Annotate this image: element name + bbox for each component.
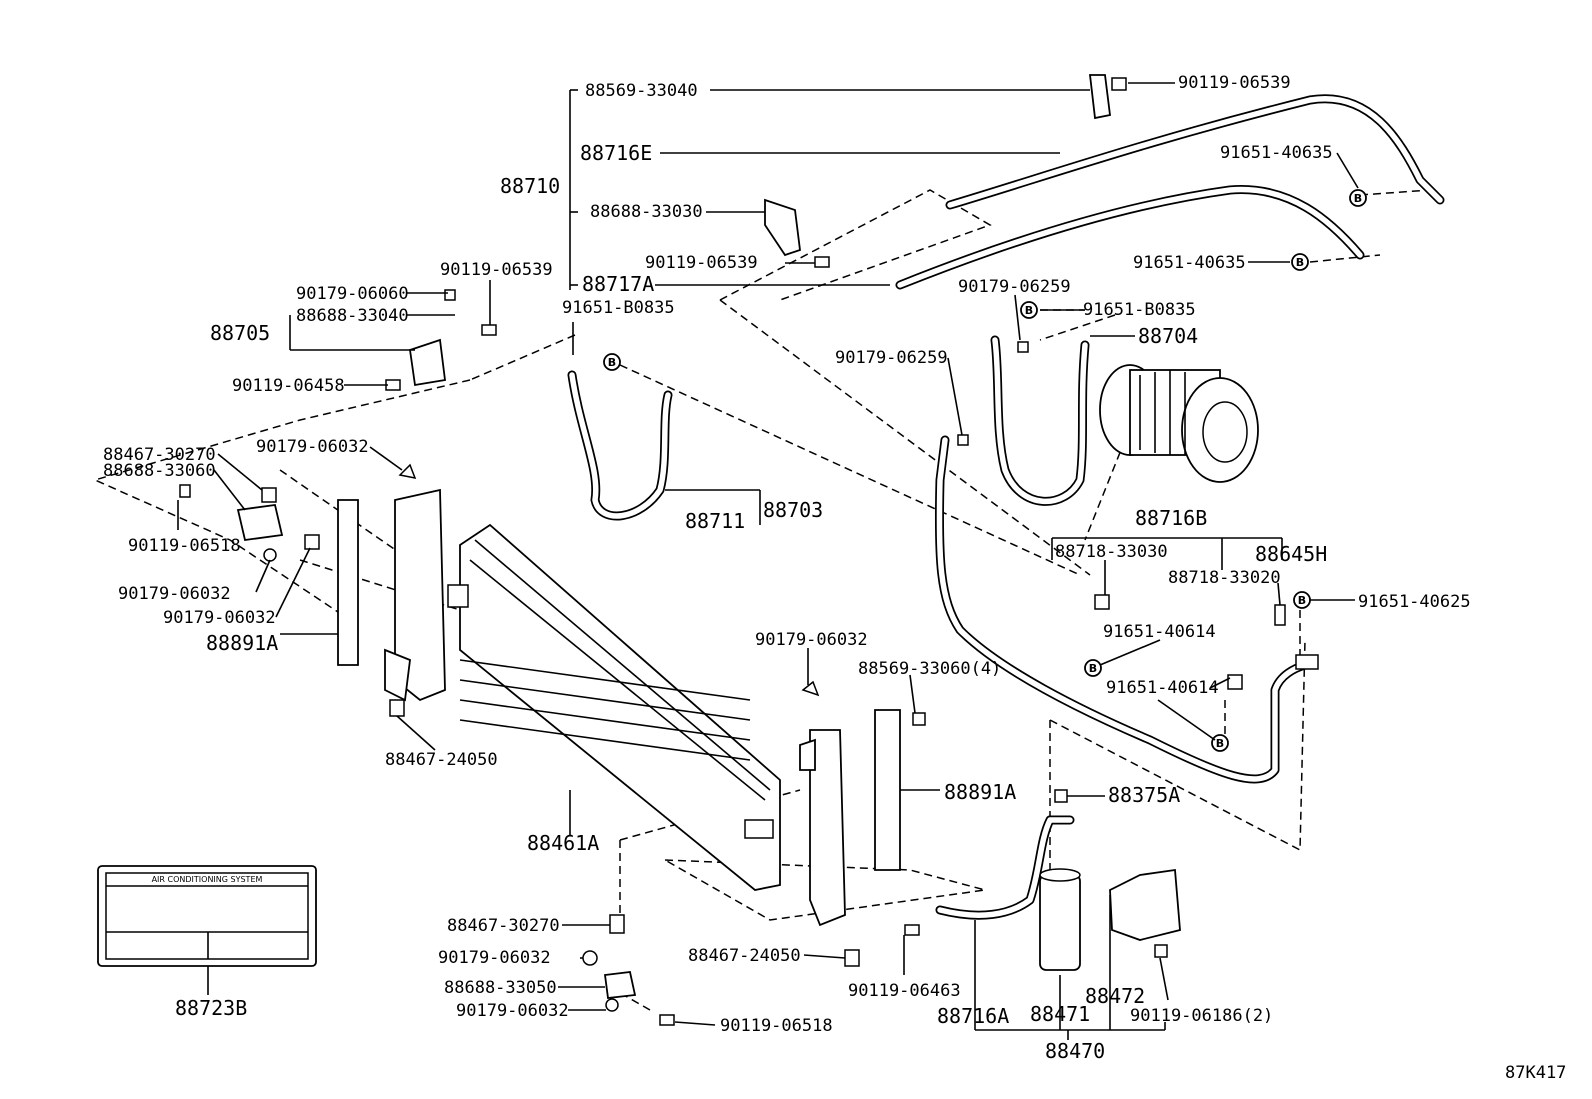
part-labels: 88569-33040 90119-06539 88716E 91651-406… [103, 73, 1471, 1063]
part-label-90179-06032: 90179-06032 [118, 584, 231, 604]
svg-text:B: B [608, 356, 616, 369]
part-label-91651-40635: 91651-40635 [1133, 253, 1246, 273]
part-label-88723B: 88723B [175, 996, 247, 1020]
svg-text:B: B [1025, 304, 1033, 317]
part-label-88716A: 88716A [937, 1004, 1009, 1028]
part-label-88688-33050: 88688-33050 [444, 978, 557, 998]
part-label-88718-33020: 88718-33020 [1168, 568, 1281, 588]
part-label-88467-24050: 88467-24050 [385, 750, 498, 770]
part-label-88645H: 88645H [1255, 542, 1327, 566]
diagram-code: 87K417 [1505, 1063, 1566, 1083]
part-label-88470: 88470 [1045, 1039, 1105, 1063]
b-markers: B B B B B B B [603, 189, 1367, 752]
part-label-88688-33030: 88688-33030 [590, 202, 703, 222]
part-label-88467-30270: 88467-30270 [103, 445, 216, 465]
part-label-88717A: 88717A [582, 272, 654, 296]
part-label-88569-33060: 88569-33060(4) [858, 659, 1001, 679]
part-label-90179-06032: 90179-06032 [256, 437, 369, 457]
receiver-drier [1039, 868, 1181, 971]
part-label-88703: 88703 [763, 498, 823, 522]
b-marker: B [603, 353, 621, 371]
refrigerant-lines [567, 94, 1445, 920]
b-marker: B [1349, 189, 1367, 207]
svg-text:B: B [1298, 594, 1306, 607]
part-label-88718-33030: 88718-33030 [1055, 542, 1168, 562]
part-label-88461A: 88461A [527, 831, 599, 855]
b-marker: B [1291, 253, 1309, 271]
part-label-88569-33040: 88569-33040 [585, 81, 698, 101]
part-label-88688-33040: 88688-33040 [296, 306, 409, 326]
part-label-90119-06539: 90119-06539 [645, 253, 758, 273]
part-label-88891A: 88891A [206, 631, 278, 655]
svg-text:B: B [1296, 256, 1304, 269]
leader-lines [177, 82, 1359, 1040]
part-label-90179-06032: 90179-06032 [755, 630, 868, 650]
part-label-88471: 88471 [1030, 1002, 1090, 1026]
placard-title: AIR CONDITIONING SYSTEM [152, 875, 263, 884]
part-label-88375A: 88375A [1108, 783, 1180, 807]
part-label-90179-06259: 90179-06259 [835, 348, 948, 368]
part-label-88891A: 88891A [944, 780, 1016, 804]
b-marker: B [1211, 734, 1229, 752]
part-label-88704: 88704 [1138, 324, 1198, 348]
svg-text:B: B [1216, 737, 1224, 750]
part-label-90119-06518: 90119-06518 [720, 1016, 833, 1036]
part-label-90119-06539: 90119-06539 [440, 260, 553, 280]
part-label-90179-06060: 90179-06060 [296, 284, 409, 304]
part-label-88710: 88710 [500, 174, 560, 198]
part-label-91651-40614: 91651-40614 [1106, 678, 1219, 698]
part-label-88467-24050: 88467-24050 [688, 946, 801, 966]
part-label-88688-33060: 88688-33060 [103, 461, 216, 481]
part-label-88467-30270: 88467-30270 [447, 916, 560, 936]
part-label-91651-40635: 91651-40635 [1220, 143, 1333, 163]
part-label-90179-06032: 90179-06032 [438, 948, 551, 968]
part-label-88716E: 88716E [580, 141, 652, 165]
part-label-90179-06259: 90179-06259 [958, 277, 1071, 297]
part-label-90119-06539: 90119-06539 [1178, 73, 1291, 93]
part-label-91651-40614: 91651-40614 [1103, 622, 1216, 642]
part-label-90179-06032: 90179-06032 [163, 608, 276, 628]
part-label-88711: 88711 [685, 509, 745, 533]
part-label-90119-06458: 90119-06458 [232, 376, 345, 396]
side-brackets [236, 74, 1111, 999]
part-label-88705: 88705 [210, 321, 270, 345]
part-label-90119-06186: 90119-06186(2) [1130, 1006, 1273, 1026]
b-marker: B [1084, 659, 1102, 677]
part-label-88472: 88472 [1085, 984, 1145, 1008]
part-label-90119-06518: 90119-06518 [128, 536, 241, 556]
part-label-91651-B0835: 91651-B0835 [1083, 300, 1196, 320]
compressor [1099, 364, 1259, 483]
condenser [447, 523, 781, 891]
part-label-88716B: 88716B [1135, 506, 1207, 530]
part-label-90179-06032: 90179-06032 [456, 1001, 569, 1021]
svg-text:B: B [1354, 192, 1362, 205]
part-label-91651-B0835: 91651-B0835 [562, 298, 675, 318]
b-marker: B [1293, 591, 1311, 609]
part-label-91651-40625: 91651-40625 [1358, 592, 1471, 612]
svg-text:B: B [1089, 662, 1097, 675]
part-label-90119-06463: 90119-06463 [848, 981, 961, 1001]
ac-label-placard: AIR CONDITIONING SYSTEM [97, 865, 317, 967]
b-marker: B [1020, 301, 1038, 319]
